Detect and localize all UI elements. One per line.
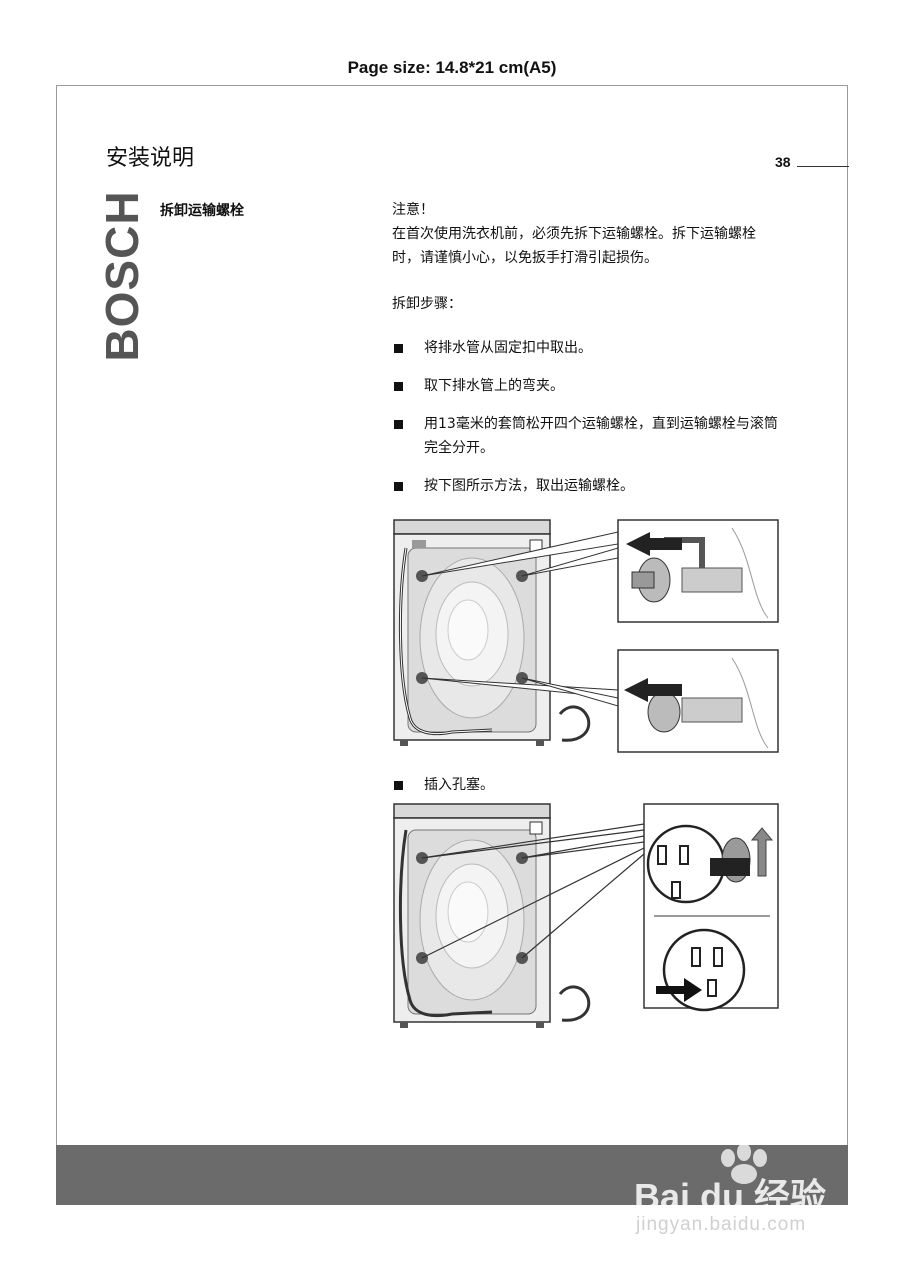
- instructions-column: 注意！ 在首次使用洗衣机前，必须先拆下运输螺栓。拆下运输螺栓时，请谨慎小心，以免…: [392, 198, 782, 498]
- bullet-icon: [394, 382, 403, 391]
- paw-icon: [721, 1144, 767, 1184]
- step-item: 取下排水管上的弯夹。: [392, 374, 782, 398]
- step-item: 将排水管从固定扣中取出。: [392, 336, 782, 360]
- footer-band: [56, 1145, 848, 1205]
- page-size-caption: Page size: 14.8*21 cm(A5): [347, 58, 557, 77]
- step-text: 将排水管从固定扣中取出。: [424, 340, 592, 356]
- bullet-icon: [394, 781, 403, 790]
- bolt-removal-illustration: [393, 519, 779, 753]
- step-item: 用13毫米的套筒松开四个运输螺栓，直到运输螺栓与滚筒完全分开。: [392, 412, 782, 460]
- watermark-brand: Bai du 经验: [634, 1176, 827, 1217]
- steps-title: 拆卸步骤：: [392, 296, 462, 312]
- step-text: 取下排水管上的弯夹。: [424, 378, 564, 394]
- notice-body: 在首次使用洗衣机前，必须先拆下运输螺栓。拆下运输螺栓时，请谨慎小心，以免扳手打滑…: [392, 226, 756, 266]
- step-text: 插入孔塞。: [424, 777, 494, 793]
- watermark-url: jingyan.baidu.com: [636, 1214, 807, 1235]
- bullet-icon: [394, 344, 403, 353]
- step-text: 按下图所示方法，取出运输螺栓。: [424, 478, 634, 494]
- bosch-logo: BOSCH: [96, 190, 148, 361]
- page-title: 安装说明: [106, 146, 195, 171]
- bullet-icon: [394, 420, 403, 429]
- bosch-logo-text: BOSCH: [96, 190, 148, 362]
- step-text: 用13毫米的套筒松开四个运输螺栓，直到运输螺栓与滚筒完全分开。: [424, 416, 778, 456]
- step-item: 插入孔塞。: [392, 773, 782, 797]
- step-item: 按下图所示方法，取出运输螺栓。: [392, 474, 782, 498]
- hole-plug-illustration: [393, 803, 779, 1028]
- page-number-rule: [797, 166, 849, 167]
- step-paragraph: 插入孔塞。: [392, 773, 782, 797]
- notice-title: 注意！: [392, 202, 434, 218]
- baidu-jingyan-watermark: Bai du 经验 jingyan.baidu.com: [634, 1144, 844, 1245]
- section-heading: 拆卸运输螺栓: [160, 203, 244, 219]
- bullet-icon: [394, 482, 403, 491]
- page-number: 38: [775, 154, 791, 170]
